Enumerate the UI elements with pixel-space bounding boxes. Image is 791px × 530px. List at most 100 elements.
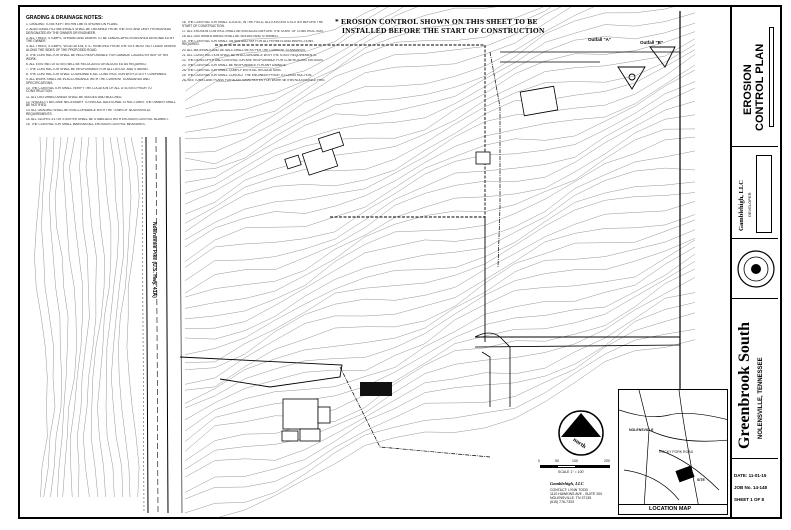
grading-note: 22. THE DEVELOPER AND CONTRACTOR ARE RES… (182, 58, 324, 62)
erosion-banner-line-2: INSTALLED BEFORE THE START OF CONSTRUCTI… (342, 26, 545, 35)
grading-note: 24. THE CONTRACTOR SHALL COMPLY WITH ALL… (182, 68, 282, 72)
grading-note: 6. ALL EXISTING UTILITIES WILL BE RELOCA… (26, 62, 147, 66)
grading-note: 26. SEE TURN LANE PLANS FOR ADDITIONAL N… (182, 79, 326, 83)
contour-line (90, 136, 105, 498)
contour-line (184, 7, 674, 171)
contour-line (69, 136, 84, 498)
seal-cell (732, 239, 778, 299)
contour-line (184, 7, 404, 92)
location-map: NOLENSVILLE SITE ROCKY FORK ROAD LOCATIO… (618, 389, 728, 515)
contour-line (41, 136, 56, 498)
engineer-line-3: NOLENSVILLE, TN 37135 (550, 496, 592, 500)
grading-note: 14. ALL SLOPES 3:1 OR STEEPER SHALL BE S… (26, 117, 169, 121)
contour-line (184, 229, 696, 404)
contour-line (184, 292, 696, 478)
contour-line (184, 7, 594, 165)
contour-line (184, 7, 562, 140)
contour-line (184, 329, 696, 514)
sheet-title-line-1: EROSION (742, 64, 754, 115)
stockpile-area (360, 382, 392, 396)
firm-sub: DEVELOPER (747, 192, 752, 217)
contour-line (184, 312, 696, 500)
contour-line (184, 261, 696, 452)
sheet-info-cell: DATE: 11-01-15 JOB No. 14-148 SHEET 1 OF… (732, 459, 778, 517)
developer-cell: Gamblehigh, LLC DEVELOPER (732, 147, 778, 239)
grading-note: 13. ALL GRADING SHALL BE IN ACCORDANCE W… (26, 109, 151, 116)
contour-line (184, 128, 696, 309)
contour-line (184, 219, 696, 391)
contour-line (184, 100, 696, 294)
road-nolensville-pike (141, 136, 183, 514)
revision-strip (769, 27, 774, 127)
contour-line (184, 7, 497, 110)
outfall-structures (617, 46, 676, 90)
contour-line (184, 201, 696, 370)
contour-line (184, 7, 389, 82)
contour-line (34, 136, 48, 498)
outfall-a-label: Outfall "A" (588, 37, 612, 42)
grading-note: 8. THE CONTRACTOR SHALL COORDINATE ALL C… (26, 73, 168, 77)
contour-line (54, 136, 69, 498)
contour-line (184, 136, 696, 320)
contour-line (83, 136, 97, 498)
contour-line (62, 136, 77, 498)
contour-line (76, 136, 90, 498)
contour-line (184, 7, 572, 153)
location-map-label-road: ROCKY FORK ROAD (659, 450, 694, 454)
grading-note: 12. SHOULD IT BECOME NECESSARY TO INSTAL… (26, 100, 176, 108)
sheet-title-line-2: CONTROL PLAN (754, 43, 766, 131)
grading-notes-column-2: 16. THE CONTRACTOR SHALL LOCATE, IN THE … (182, 21, 327, 84)
contour-line (105, 136, 120, 498)
engineer-seal-icon (737, 250, 775, 288)
scale-tick-3: 200 (604, 459, 610, 463)
road-label: Nolensville Pike (U.S. Hwy. 41A) (151, 222, 157, 298)
grading-note: 16. THE CONTRACTOR SHALL LOCATE, IN THE … (182, 21, 324, 28)
grading-note: 5. THE CONTRACTOR SHALL BE HELD RESPONSI… (26, 54, 169, 61)
contour-line (184, 277, 696, 470)
contour-line (184, 192, 696, 363)
grading-note: 7. THE CONTRACTOR SHALL BE RESPONSIBLE F… (26, 67, 149, 71)
grading-note: 17. ALL EROSION CONTROL SHALL BE INSTALL… (182, 29, 324, 33)
contour-line (184, 64, 696, 248)
scale-caption: SCALE 1" = 100' (558, 470, 585, 474)
existing-structures (281, 85, 559, 442)
grading-note: 15. THE CONTRACTOR SHALL MAINTAIN ALL ER… (26, 123, 146, 127)
contour-line (118, 136, 132, 498)
contour-line (49, 136, 62, 498)
contour-line (184, 253, 696, 442)
scale-tick-1: 50 (555, 459, 559, 463)
location-map-svg (619, 390, 727, 509)
outfall-b-label: Outfall "B" (640, 40, 664, 45)
grading-note: 3. ALL TREES, STUMPS, SHRUBS AND DEBRIS … (26, 36, 175, 44)
scale-bar: 0 50 100 200 SCALE 1" = 100' (538, 459, 610, 474)
drawing-sheet: GRADING & DRAINAGE NOTES: 1. GRADING TO … (18, 5, 782, 519)
contour-line (184, 7, 379, 72)
contour-line (184, 12, 696, 183)
topographic-contours (34, 7, 696, 517)
contour-line (184, 114, 696, 298)
contour-line (184, 181, 696, 355)
grading-note: 21. ALL CONSTRUCTION SHALL BE IN ACCORDA… (182, 53, 318, 57)
project-cell: Greenbrook South NOLENSVILLE, TENNESSEE (732, 299, 778, 459)
grading-note: 4. ALL TREES, STUMPS, VEGETATION, ETC. R… (26, 45, 176, 53)
contour-line (184, 81, 696, 268)
silt-fence (339, 51, 501, 458)
grading-note: 19. THE CONTRACTOR SHALL OBTAIN AND PAY … (182, 39, 314, 47)
proposed-access-drive (474, 51, 681, 407)
contour-line (184, 49, 696, 233)
contour-line (184, 69, 696, 262)
engineer-line-1: CONTACT: LYNN TODD (550, 488, 589, 492)
site-plan-svg (34, 7, 696, 517)
engineer-block: Gamblehigh, LLC CONTACT: LYNN TODD 1110 … (550, 481, 620, 515)
grading-note: 2. ADDITIONAL FILL MATERIALS SHALL BE OB… (26, 28, 172, 35)
firm-detail-box (756, 155, 772, 233)
grading-notes-column-1: 1. GRADING TO BE KEPT WITHIN LIMITS SHOW… (26, 23, 176, 128)
job-number: JOB No. 14-148 (734, 485, 768, 490)
contour-line (184, 38, 696, 215)
grading-note: 20. ALL MATERIALS AND DETAILS SHALL BE A… (182, 48, 306, 52)
north-arrow-icon (558, 410, 604, 456)
grading-note: 9. ALL WORK SHALL BE IN ACCORDANCE WITH … (26, 78, 150, 85)
scale-tick-0: 0 (538, 459, 540, 463)
engineer-line-4: (615) 776-7333 (550, 500, 574, 504)
